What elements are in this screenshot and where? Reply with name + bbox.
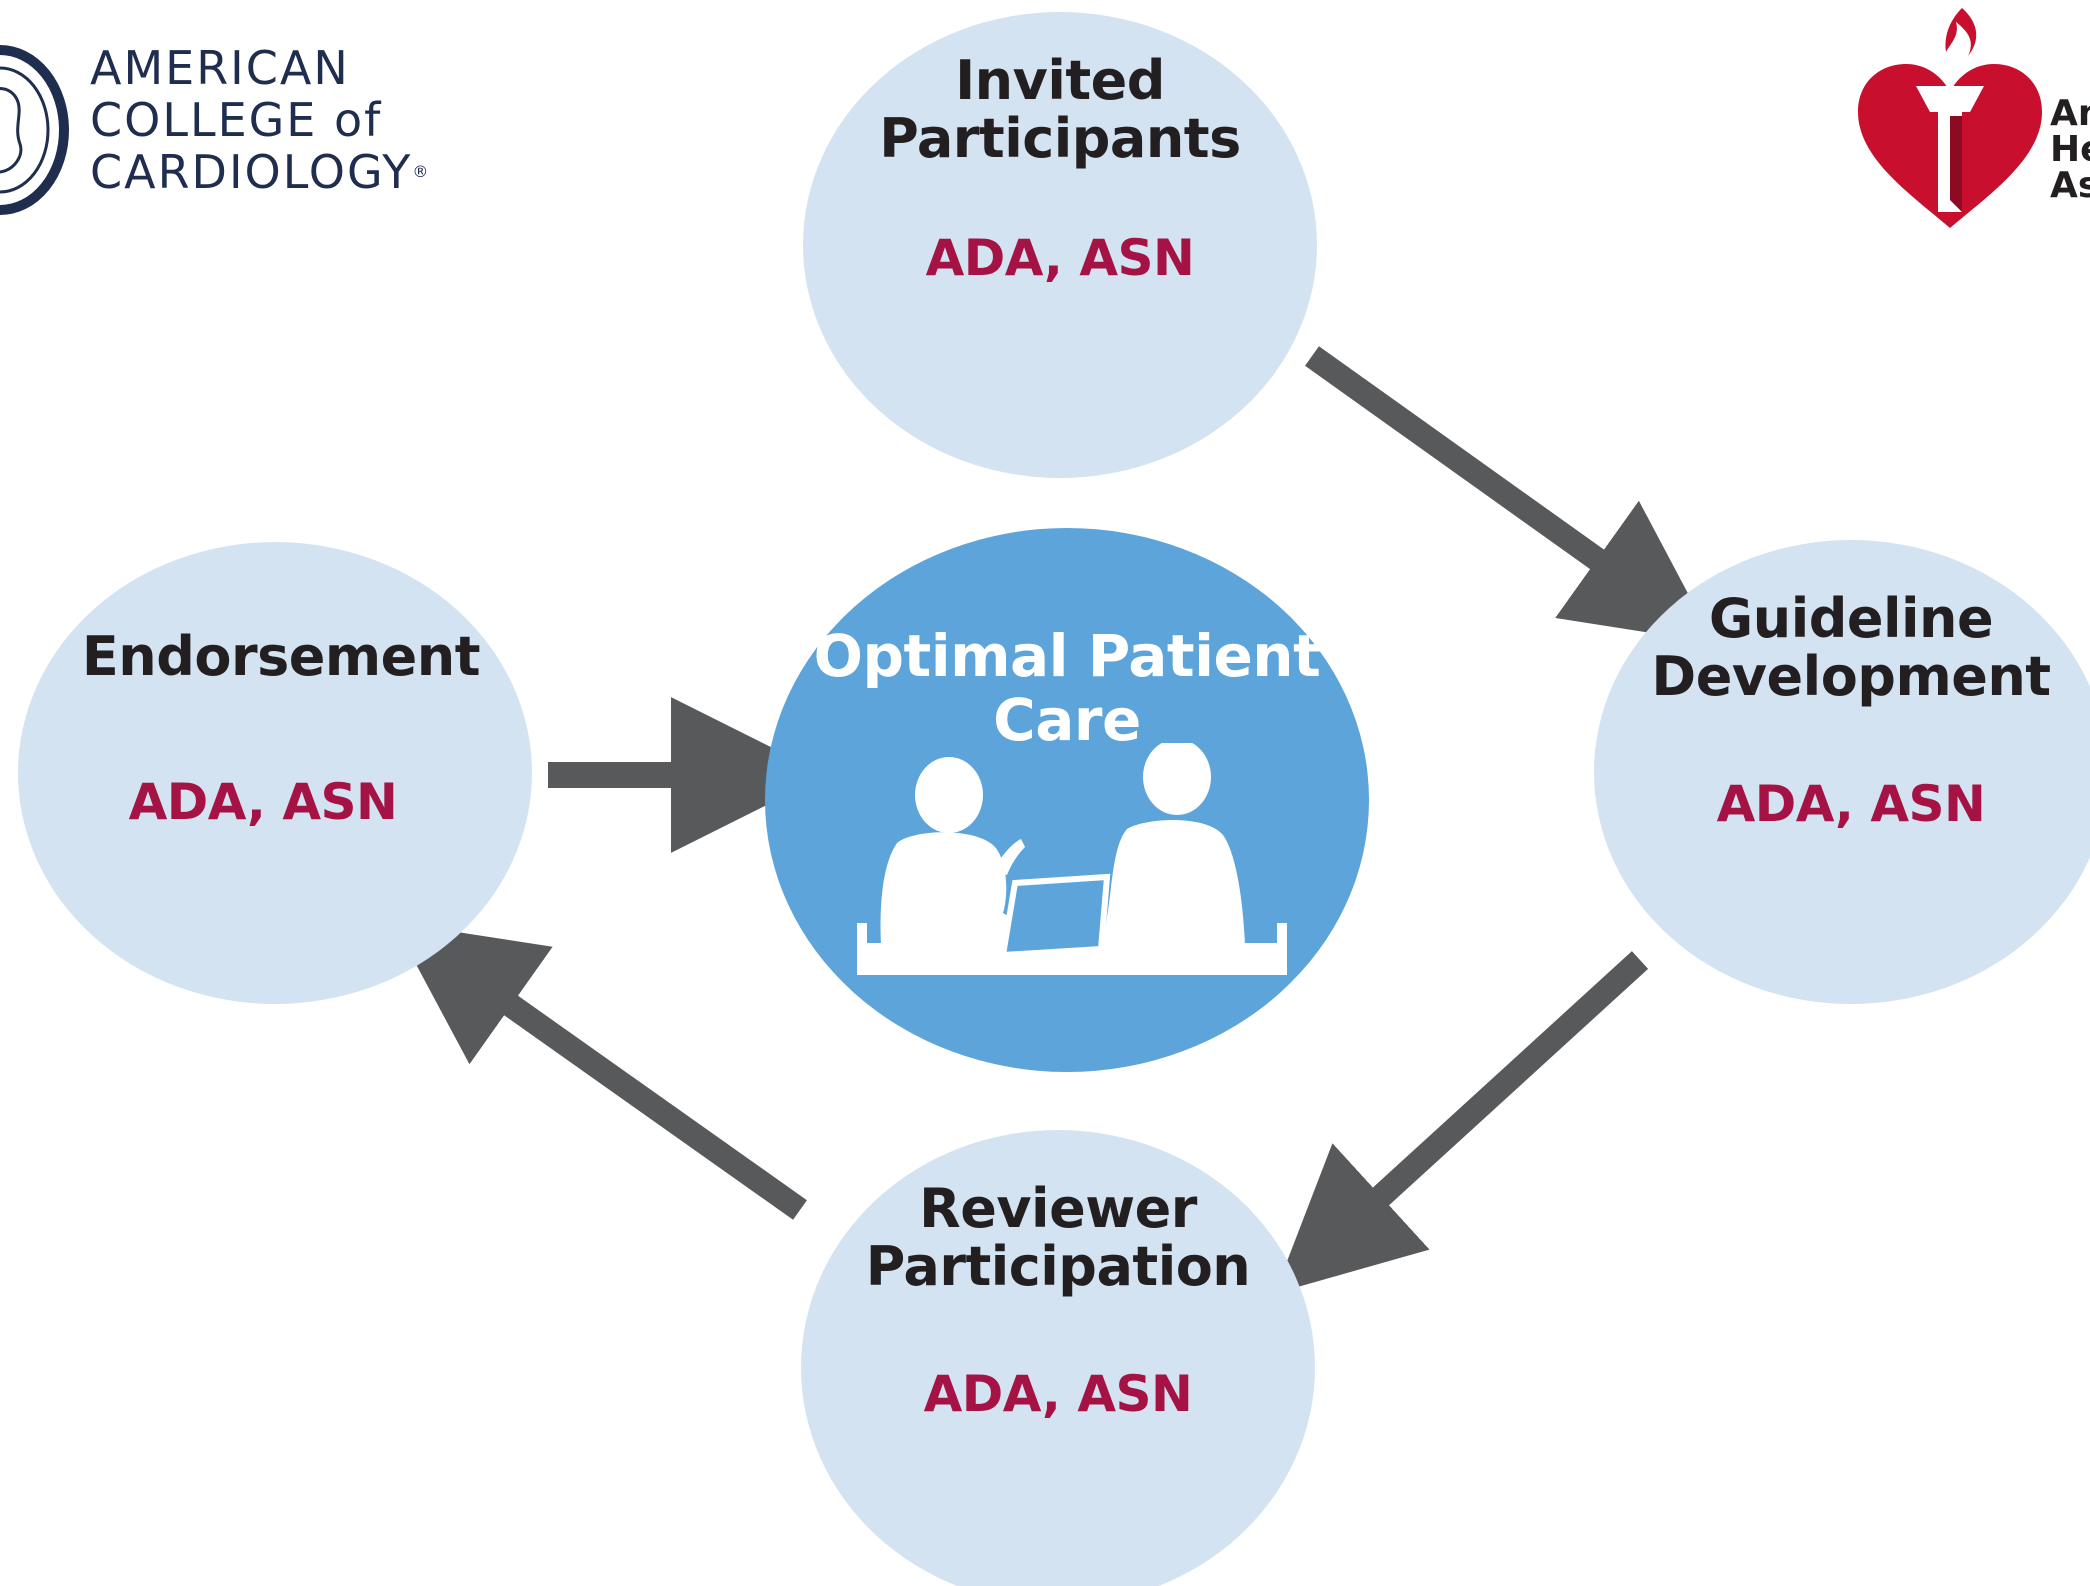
- acc-wordmark: AMERICAN COLLEGE of CARDIOLOGY®: [90, 42, 430, 198]
- node-invited-title: Invited Participants: [803, 52, 1317, 168]
- aha-wordmark: Am He As: [2050, 96, 2090, 204]
- node-endorsement-title: Endorsement: [24, 628, 538, 686]
- node-endorsement: Endorsement ADA, ASN: [18, 542, 532, 1004]
- node-optimal-patient-care: Optimal Patient Care: [765, 528, 1369, 1072]
- node-endorsement-orgs: ADA, ASN: [128, 773, 398, 831]
- node-guideline-development: Guideline Development ADA, ASN: [1594, 540, 2090, 1004]
- node-reviewer-title-line-2: Participation: [865, 1235, 1251, 1298]
- center-title-line-2: Care: [993, 686, 1141, 754]
- acc-line-1: AMERICAN: [90, 41, 350, 95]
- node-guideline-title-line-1: Guideline: [1708, 587, 1994, 650]
- acc-line-3-text: CARDIOLOGY: [90, 145, 413, 199]
- acc-line-2: COLLEGE of: [90, 93, 383, 147]
- acc-registered-mark: ®: [412, 162, 431, 181]
- arrow-reviewer-to-endorsement: [393, 922, 807, 1220]
- acc-line-3: CARDIOLOGY®: [90, 146, 430, 198]
- arrow-invited-to-guideline: [1305, 346, 1715, 643]
- aha-line-2: He: [2050, 129, 2090, 170]
- node-reviewer-orgs: ADA, ASN: [923, 1365, 1193, 1423]
- node-endorsement-title-line-1: Endorsement: [81, 625, 481, 688]
- aha-line-3: As: [2050, 165, 2090, 206]
- aha-heart-torch-icon: [1858, 8, 2042, 228]
- node-invited-title-line-2: Participants: [879, 107, 1241, 170]
- acc-logo: AMERICAN COLLEGE of CARDIOLOGY®: [0, 20, 500, 220]
- center-title-line-1: Optimal Patient: [813, 622, 1321, 690]
- acc-emblem-icon: [0, 45, 69, 215]
- aha-logo: Am He As: [1850, 0, 2090, 240]
- doctor-patient-consultation-icon: [857, 743, 1287, 975]
- node-invited-participants: Invited Participants ADA, ASN: [803, 12, 1317, 478]
- node-invited-orgs: ADA, ASN: [925, 229, 1195, 287]
- node-reviewer-participation: Reviewer Participation ADA, ASN: [801, 1130, 1315, 1586]
- node-guideline-title-line-2: Development: [1651, 645, 2051, 708]
- node-reviewer-title: Reviewer Participation: [801, 1180, 1315, 1296]
- node-invited-title-line-1: Invited: [955, 49, 1165, 112]
- node-guideline-orgs: ADA, ASN: [1716, 775, 1986, 833]
- node-reviewer-title-line-1: Reviewer: [919, 1177, 1197, 1240]
- arrow-guideline-to-reviewer: [1274, 951, 1649, 1294]
- center-title: Optimal Patient Care: [765, 624, 1369, 752]
- node-guideline-title: Guideline Development: [1594, 590, 2090, 706]
- aha-line-1: Am: [2050, 93, 2090, 134]
